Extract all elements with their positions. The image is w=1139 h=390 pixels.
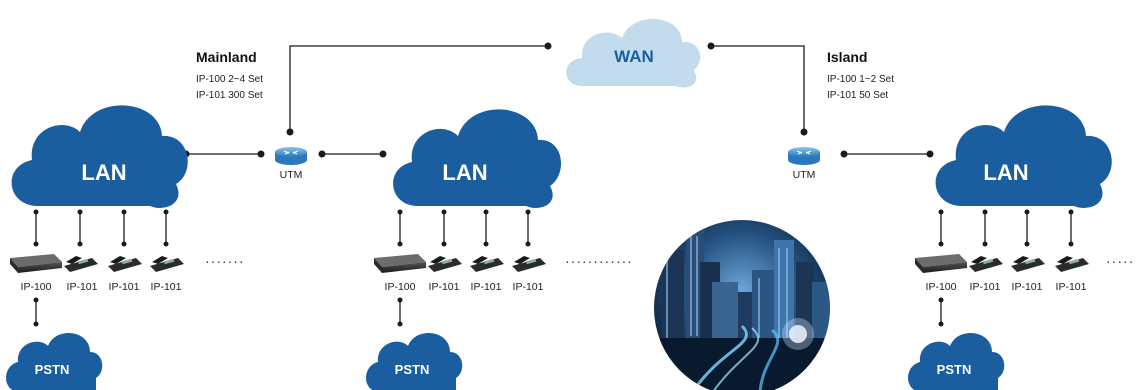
mainland-ip101-count: IP-101 300 Set [196, 90, 263, 101]
device-label: IP-100 [385, 281, 416, 293]
device-label: IP-101 [151, 281, 182, 293]
device-label: IP-101 [1056, 281, 1087, 293]
ip101-phone-icon [108, 256, 142, 272]
device-label: IP-101 [109, 281, 140, 293]
ip101-phone-icon [1055, 256, 1089, 272]
ip100-pbx-icon [915, 254, 967, 273]
ip101-phone-icon [150, 256, 184, 272]
mainland-title: Mainland [196, 49, 257, 65]
lan-label-2: LAN [442, 160, 487, 185]
device-label: IP-101 [67, 281, 98, 293]
device-label: IP-101 [471, 281, 502, 293]
lan-label-3: LAN [983, 160, 1028, 185]
mainland-info: Mainland IP-100 2~4 Set IP-101 300 Set [196, 49, 263, 101]
pstn-cloud-3: PSTN [908, 333, 1005, 390]
site-3-devices: ····· IP-100 IP-101 IP-101 IP-101 [915, 209, 1134, 327]
utm-router-island: UTM [788, 147, 820, 181]
mainland-ip100-count: IP-100 2~4 Set [196, 74, 263, 85]
ip101-phone-icon [428, 256, 462, 272]
wan-cloud: WAN [566, 18, 701, 88]
ip101-phone-icon [969, 256, 1003, 272]
lan-cloud-2: LAN [393, 109, 562, 208]
device-label: IP-100 [21, 281, 52, 293]
connections [182, 42, 934, 158]
pstn-cloud-2: PSTN [366, 333, 463, 390]
utm-router-mainland: UTM [275, 147, 307, 181]
island-title: Island [827, 49, 867, 65]
lan-cloud-3: LAN [935, 105, 1112, 208]
ip101-phone-icon [512, 256, 546, 272]
ip100-pbx-icon [374, 254, 426, 273]
island-info: Island IP-100 1~2 Set IP-101 50 Set [827, 49, 894, 101]
pstn-label-2: PSTN [395, 362, 430, 377]
more-devices-ellipsis: ····· [1106, 253, 1134, 269]
site-1-devices: ······· IP-100 IP-101 IP-101 IP-101 [10, 209, 245, 327]
site-2-devices: ············ IP-100 IP-101 IP-101 IP-101 [374, 209, 633, 327]
wan-label: WAN [614, 47, 654, 66]
device-label: IP-101 [1012, 281, 1043, 293]
device-label: IP-101 [429, 281, 460, 293]
island-ip101-count: IP-101 50 Set [827, 90, 888, 101]
ip101-phone-icon [64, 256, 98, 272]
city-skyline-image [654, 220, 830, 390]
ip101-phone-icon [470, 256, 504, 272]
utm-label-mainland: UTM [280, 169, 303, 181]
ip101-phone-icon [1011, 256, 1045, 272]
lan-cloud-1: LAN [11, 105, 188, 208]
pstn-label-1: PSTN [35, 362, 70, 377]
more-devices-ellipsis: ······· [205, 253, 245, 269]
pstn-cloud-1: PSTN [6, 333, 103, 390]
more-devices-ellipsis: ············ [565, 253, 633, 269]
device-label: IP-101 [513, 281, 544, 293]
lan-label-1: LAN [81, 160, 126, 185]
island-ip100-count: IP-100 1~2 Set [827, 74, 894, 85]
device-label: IP-100 [926, 281, 957, 293]
device-label: IP-101 [970, 281, 1001, 293]
pstn-label-3: PSTN [937, 362, 972, 377]
ip100-pbx-icon [10, 254, 62, 273]
utm-label-island: UTM [793, 169, 816, 181]
